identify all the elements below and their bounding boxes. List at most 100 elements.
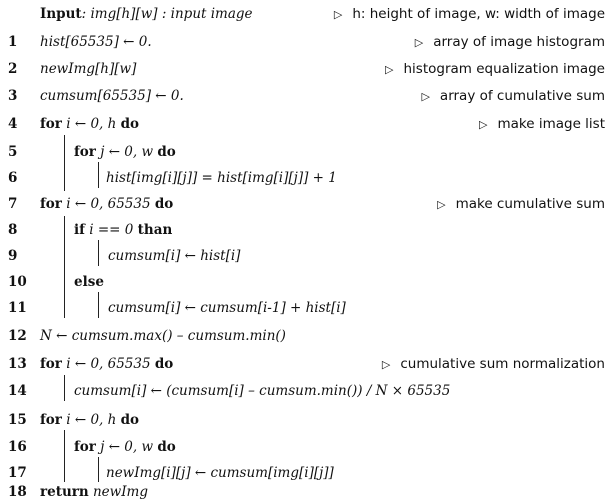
line-number: 18 (8, 484, 27, 500)
line-comment: ▷ make image list (479, 114, 605, 135)
line-number: 8 (8, 222, 18, 238)
input-comment: ▷ h: height of image, w: width of image (334, 4, 605, 25)
line-code: newImg[i][j] ← cumsum[img[i][j]] (106, 465, 334, 481)
line-number: 11 (8, 300, 27, 316)
algorithm-line-10: 10 else (0, 272, 611, 292)
comment-triangle-icon: ▷ (381, 358, 391, 371)
line-code: for j ← 0, w do (74, 142, 176, 162)
line-code: hist[img[i][j]] = hist[img[i][j]] + 1 (106, 170, 337, 186)
keyword-for: for (74, 439, 96, 455)
algorithm-line-17: 17 newImg[i][j] ← cumsum[img[i][j]] (0, 463, 611, 483)
indent-bar-loop-13 (64, 375, 65, 401)
line-comment: ▷ array of image histogram (415, 32, 605, 53)
algorithm-line-4: 4 for i ← 0, h do ▷ make image list (0, 114, 611, 134)
line-number: 1 (8, 34, 18, 50)
line-comment-text: make image list (497, 116, 605, 132)
loop-range: i ← 0, h (61, 412, 121, 428)
algorithm-line-3: 3 cumsum[65535] ← 0. ▷ array of cumulativ… (0, 86, 611, 106)
keyword-for: for (40, 412, 62, 428)
input-signature: Input: img[h][w] : input image (40, 4, 253, 24)
keyword-do: do (157, 144, 176, 160)
keyword-do: do (157, 439, 176, 455)
line-code: for i ← 0, 65535 do (40, 354, 173, 374)
line-number: 7 (8, 196, 18, 212)
algorithm-line-13: 13 for i ← 0, 65535 do ▷ cumulative sum n… (0, 354, 611, 374)
loop-range: i ← 0, h (61, 116, 121, 132)
algorithm-line-5: 5 for j ← 0, w do (0, 142, 611, 162)
indent-bar-else (98, 292, 99, 318)
line-code: N ← cumsum.max() – cumsum.min() (40, 328, 286, 344)
loop-range: j ← 0, w (95, 144, 158, 160)
line-number: 14 (8, 383, 27, 399)
indent-bar-loop-16 (98, 457, 99, 482)
comment-triangle-icon: ▷ (333, 8, 343, 21)
comment-triangle-icon: ▷ (437, 198, 446, 211)
input-keyword: Input (40, 6, 82, 22)
line-number: 6 (8, 170, 18, 186)
indent-bar-if (98, 240, 99, 266)
indent-bar-loop-7 (64, 216, 65, 318)
algorithm-line-14: 14 cumsum[i] ← (cumsum[i] – cumsum.min()… (0, 381, 611, 401)
algorithm-line-2: 2 newImg[h][w] ▷ histogram equalization i… (0, 59, 611, 79)
line-comment-text: histogram equalization image (403, 61, 606, 77)
line-code: if i == 0 than (74, 220, 172, 240)
line-code: for i ← 0, 65535 do (40, 194, 173, 214)
line-number: 2 (8, 61, 18, 77)
algorithm-line-11: 11 cumsum[i] ← cumsum[i-1] + hist[i] (0, 298, 611, 318)
comment-triangle-icon: ▷ (421, 90, 430, 103)
keyword-for: for (40, 116, 62, 132)
line-code: for i ← 0, h do (40, 114, 139, 134)
comment-triangle-icon: ▷ (385, 63, 394, 76)
loop-range: i ← 0, 65535 (61, 196, 155, 212)
keyword-do: do (120, 116, 140, 132)
algorithm-line-7: 7 for i ← 0, 65535 do ▷ make cumulative s… (0, 194, 611, 214)
line-comment-text: make cumulative sum (455, 196, 605, 212)
line-number: 13 (8, 356, 27, 372)
keyword-for: for (74, 144, 96, 160)
indent-bar-loop-4 (64, 135, 65, 191)
algorithm-line-8: 8 if i == 0 than (0, 220, 611, 240)
loop-range: i ← 0, 65535 (61, 356, 155, 372)
keyword-if: if (74, 222, 85, 238)
keyword-do: do (120, 412, 140, 428)
line-comment-text: cumulative sum normalization (400, 356, 605, 372)
line-number: 15 (8, 412, 27, 428)
line-comment: ▷ histogram equalization image (385, 59, 605, 80)
line-code: hist[65535] ← 0. (40, 34, 152, 50)
line-number: 16 (8, 439, 27, 455)
line-comment-text: array of image histogram (433, 34, 605, 50)
algorithm-input-line: Input: img[h][w] : input image ▷ h: heigh… (0, 4, 611, 24)
algorithm-line-18: 18 return newImg (0, 482, 611, 502)
line-number: 4 (8, 116, 18, 132)
algorithm-line-12: 12 N ← cumsum.max() – cumsum.min() (0, 326, 611, 346)
condition: i == 0 (84, 222, 138, 238)
loop-range: j ← 0, w (95, 439, 158, 455)
input-comment-text: h: height of image, w: width of image (352, 6, 605, 22)
line-code: cumsum[i] ← cumsum[i-1] + hist[i] (108, 300, 346, 316)
line-code: newImg[h][w] (40, 61, 137, 77)
comment-triangle-icon: ▷ (479, 118, 488, 131)
line-code: for j ← 0, w do (74, 437, 176, 457)
line-code: cumsum[65535] ← 0. (40, 88, 184, 104)
line-code: return newImg (40, 482, 148, 502)
algorithm-line-6: 6 hist[img[i][j]] = hist[img[i][j]] + 1 (0, 168, 611, 188)
algorithm-line-15: 15 for i ← 0, h do (0, 410, 611, 430)
keyword-for: for (40, 356, 62, 372)
input-description: : img[h][w] : input image (81, 6, 253, 22)
line-number: 9 (8, 248, 18, 264)
line-number: 3 (8, 88, 18, 104)
keyword-for: for (40, 196, 62, 212)
indent-bar-loop-15 (64, 430, 65, 482)
return-value: newImg (88, 484, 148, 500)
line-number: 12 (8, 328, 27, 344)
line-comment: ▷ array of cumulative sum (421, 86, 605, 107)
keyword-else: else (74, 274, 104, 290)
algorithm-line-9: 9 cumsum[i] ← hist[i] (0, 246, 611, 266)
comment-triangle-icon: ▷ (414, 36, 424, 49)
indent-bar-loop-5 (98, 162, 99, 188)
line-comment: ▷ make cumulative sum (437, 194, 605, 215)
line-number: 17 (8, 465, 27, 481)
algorithm-line-1: 1 hist[65535] ← 0. ▷ array of image histo… (0, 32, 611, 52)
line-comment-text: array of cumulative sum (439, 88, 605, 104)
